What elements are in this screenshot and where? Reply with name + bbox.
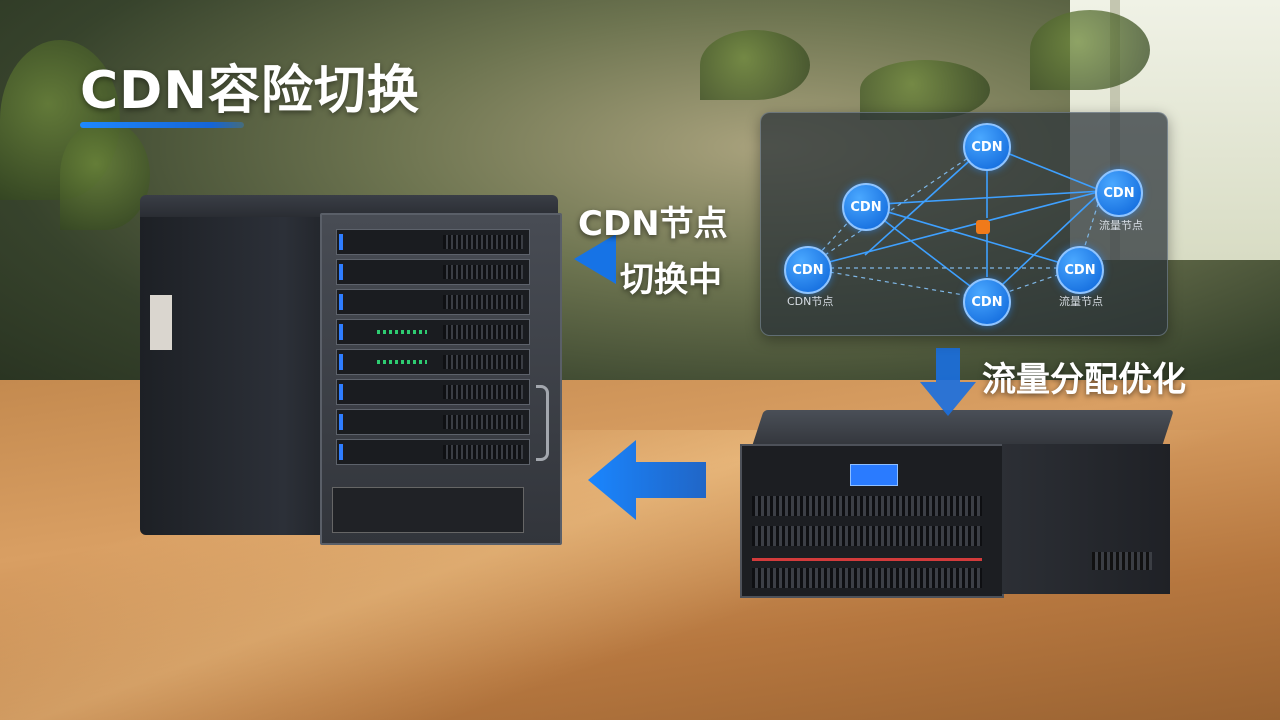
traffic-label: 流量分配优化 xyxy=(982,360,1186,400)
cdn-node-bottom: CDN xyxy=(963,278,1011,326)
cdn-node-upper-left: CDN xyxy=(842,183,890,231)
server-light-strip xyxy=(752,558,982,561)
bay-vent xyxy=(443,355,523,369)
tower-front-panel xyxy=(320,213,562,545)
drive-bay xyxy=(336,259,530,285)
page-title: CDN容险切换 xyxy=(80,61,420,121)
drive-bay xyxy=(336,439,530,465)
server-vent xyxy=(752,568,982,588)
bay-status-leds xyxy=(377,330,427,334)
bay-vent xyxy=(443,295,523,309)
bay-vent xyxy=(443,325,523,339)
title-underline xyxy=(80,122,244,128)
network-links xyxy=(805,144,1103,300)
server-vent xyxy=(752,526,982,546)
drive-bay xyxy=(336,349,530,375)
arrow-left-icon xyxy=(588,440,706,520)
plant-leaf xyxy=(60,120,150,230)
server-side-panel xyxy=(1002,444,1170,594)
node-switch-label-line1: CDN节点 xyxy=(578,204,728,244)
drive-bay xyxy=(336,379,530,405)
cdn-node-lower-right: CDN xyxy=(1056,246,1104,294)
drive-bay xyxy=(336,409,530,435)
bay-status-leds xyxy=(377,360,427,364)
hub-node xyxy=(976,220,990,234)
tower-side-panel xyxy=(140,205,320,535)
node-switch-label-line2: 切换中 xyxy=(620,260,722,300)
server-display xyxy=(850,464,898,486)
server-vent xyxy=(752,496,982,516)
bay-vent xyxy=(443,265,523,279)
bay-vent xyxy=(443,385,523,399)
tower-handle xyxy=(536,385,549,461)
bay-vent xyxy=(443,445,523,459)
plant-leaf xyxy=(1030,10,1150,90)
drive-bay xyxy=(336,229,530,255)
tower-top-panel xyxy=(140,195,558,217)
tower-io-panel xyxy=(332,487,524,533)
caption-right-top: 流量节点 xyxy=(1099,219,1143,232)
arrow-left-small-icon xyxy=(574,234,616,284)
tower-sticker xyxy=(150,295,172,350)
cdn-node-left: CDN xyxy=(784,246,832,294)
drive-bay xyxy=(336,319,530,345)
drive-bay xyxy=(336,289,530,315)
cdn-node-top: CDN xyxy=(963,123,1011,171)
bay-vent xyxy=(443,415,523,429)
server-front-panel xyxy=(740,444,1004,598)
arrow-down-icon xyxy=(920,348,976,416)
caption-right-bottom: 流量节点 xyxy=(1059,295,1103,308)
plant-leaf xyxy=(700,30,810,100)
plant-leaf xyxy=(860,60,990,120)
cdn-node-right: CDN xyxy=(1095,169,1143,217)
server-tower xyxy=(140,195,562,545)
bay-vent xyxy=(443,235,523,249)
network-diagram-panel: CDN CDN CDN CDN CDN CDN CDN节点 流量节点 流量节点 xyxy=(760,112,1168,336)
rack-server xyxy=(740,410,1174,600)
caption-left: CDN节点 xyxy=(787,295,834,308)
